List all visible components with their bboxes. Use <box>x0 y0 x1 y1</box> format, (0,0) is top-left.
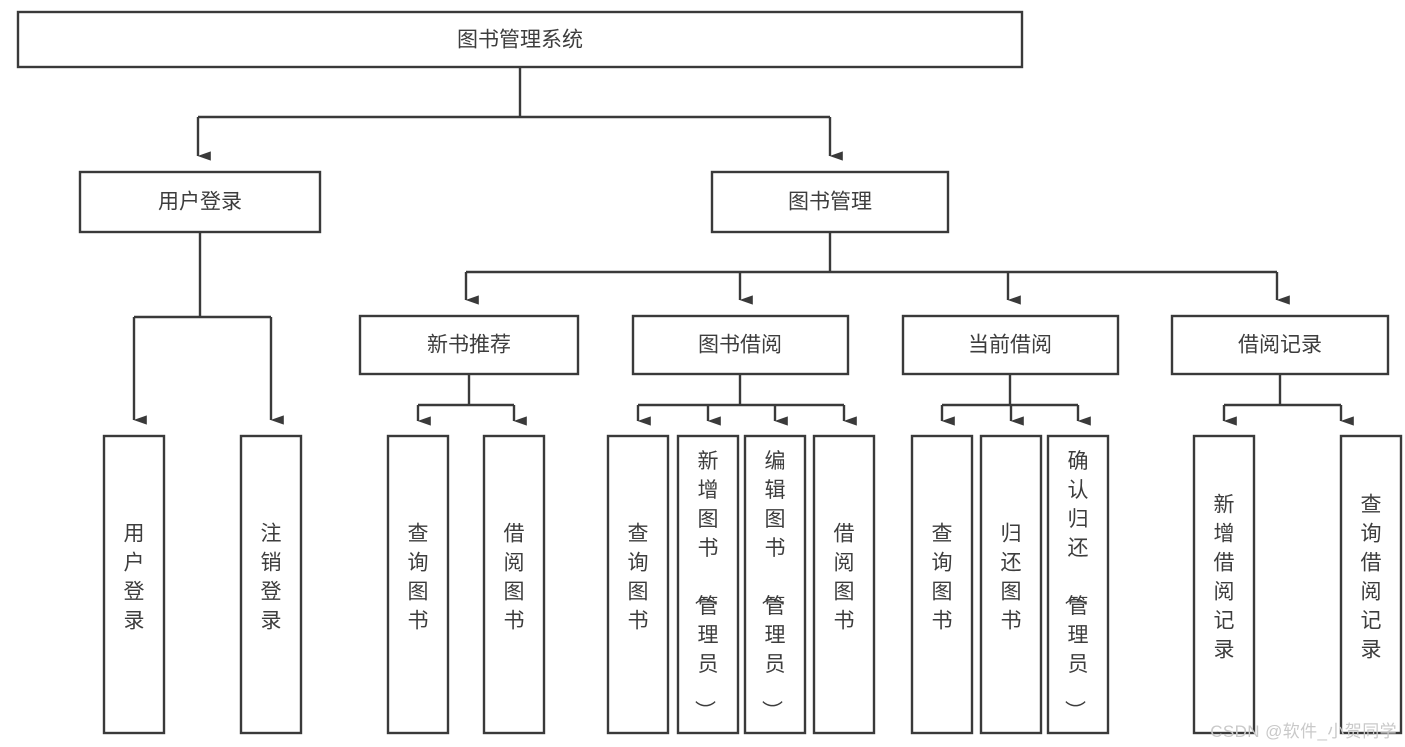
leaf-node-borrow-book-2-label: 借阅图书 <box>834 523 855 633</box>
leaf-node-edit-book-box[interactable] <box>743 434 807 735</box>
node-borrow-record-label: 借阅记录 <box>1238 334 1322 357</box>
node-user-login-box[interactable] <box>78 170 322 234</box>
leaf-node-user-logout-label: 注销登录 <box>261 523 282 633</box>
node-root[interactable]: 图书管理系统 <box>16 10 1024 69</box>
leaf-node-query-book-3[interactable]: 查询图书 <box>910 434 974 735</box>
leaf-nodes: 用户登录 注销登录 查询图书 借阅图书 查询图书 新增图书（管理员） <box>102 434 1403 735</box>
leaf-node-edit-book-label: 编辑图书（管理员） <box>760 450 786 721</box>
leaf-node-user-login-box[interactable] <box>102 434 166 735</box>
leaf-node-borrow-book-2[interactable]: 借阅图书 <box>812 434 876 735</box>
leaf-node-return-book-label: 归还图书 <box>1001 523 1022 633</box>
leaf-node-confirm-return-label: 确认归还（管理员） <box>1063 450 1089 721</box>
leaf-node-borrow-book-1-label: 借阅图书 <box>504 523 525 633</box>
leaf-node-add-record[interactable]: 新增借阅记录 <box>1192 434 1256 735</box>
node-book-manage-label: 图书管理 <box>788 191 872 214</box>
node-user-login[interactable]: 用户登录 <box>78 170 322 234</box>
node-new-book-recommend[interactable]: 新书推荐 <box>358 314 580 376</box>
leaf-node-query-book-3-box[interactable] <box>910 434 974 735</box>
node-book-manage-box[interactable] <box>710 170 950 234</box>
connectors <box>132 67 1354 426</box>
leaf-node-user-login[interactable]: 用户登录 <box>102 434 166 735</box>
node-book-borrow[interactable]: 图书借阅 <box>631 314 850 376</box>
leaf-node-query-record-label: 查询借阅记录 <box>1361 494 1382 662</box>
node-new-book-recommend-box[interactable] <box>358 314 580 376</box>
leaf-node-borrow-book-1[interactable]: 借阅图书 <box>482 434 546 735</box>
leaf-node-query-book-3-label: 查询图书 <box>932 523 953 633</box>
node-user-login-label: 用户登录 <box>158 191 242 214</box>
leaf-node-edit-book[interactable]: 编辑图书（管理员） <box>743 434 807 735</box>
leaf-node-query-book-1[interactable]: 查询图书 <box>386 434 450 735</box>
leaf-node-user-logout[interactable]: 注销登录 <box>239 434 303 735</box>
leaf-node-return-book-box[interactable] <box>979 434 1043 735</box>
leaf-node-return-book[interactable]: 归还图书 <box>979 434 1043 735</box>
leaf-node-query-book-2-label: 查询图书 <box>628 523 649 633</box>
leaf-node-query-record[interactable]: 查询借阅记录 <box>1339 434 1403 735</box>
leaf-node-add-record-box[interactable] <box>1192 434 1256 735</box>
leaf-node-add-book[interactable]: 新增图书（管理员） <box>676 434 740 735</box>
node-current-borrow[interactable]: 当前借阅 <box>901 314 1120 376</box>
leaf-node-add-book-label: 新增图书（管理员） <box>693 450 719 721</box>
leaf-node-query-book-2-box[interactable] <box>606 434 670 735</box>
leaf-node-add-record-label: 新增借阅记录 <box>1214 494 1235 662</box>
node-book-borrow-box[interactable] <box>631 314 850 376</box>
node-root-box[interactable] <box>16 10 1024 69</box>
leaf-node-query-book-1-box[interactable] <box>386 434 450 735</box>
leaf-node-add-book-box[interactable] <box>676 434 740 735</box>
leaf-node-borrow-book-1-box[interactable] <box>482 434 546 735</box>
leaf-node-query-book-2[interactable]: 查询图书 <box>606 434 670 735</box>
leaf-node-query-record-box[interactable] <box>1339 434 1403 735</box>
node-new-book-recommend-label: 新书推荐 <box>427 334 511 357</box>
csdn-watermark: CSDN @软件_小贺同学 <box>1210 722 1397 741</box>
leaf-node-borrow-book-2-box[interactable] <box>812 434 876 735</box>
node-book-manage[interactable]: 图书管理 <box>710 170 950 234</box>
node-book-borrow-label: 图书借阅 <box>698 334 782 357</box>
node-current-borrow-label: 当前借阅 <box>968 334 1052 357</box>
node-root-label: 图书管理系统 <box>457 29 583 52</box>
leaf-node-user-logout-box[interactable] <box>239 434 303 735</box>
node-current-borrow-box[interactable] <box>901 314 1120 376</box>
node-borrow-record[interactable]: 借阅记录 <box>1170 314 1390 376</box>
leaf-node-user-login-label: 用户登录 <box>124 523 145 633</box>
leaf-node-confirm-return[interactable]: 确认归还（管理员） <box>1046 434 1110 735</box>
leaf-node-confirm-return-box[interactable] <box>1046 434 1110 735</box>
node-borrow-record-box[interactable] <box>1170 314 1390 376</box>
leaf-node-query-book-1-label: 查询图书 <box>408 523 429 633</box>
